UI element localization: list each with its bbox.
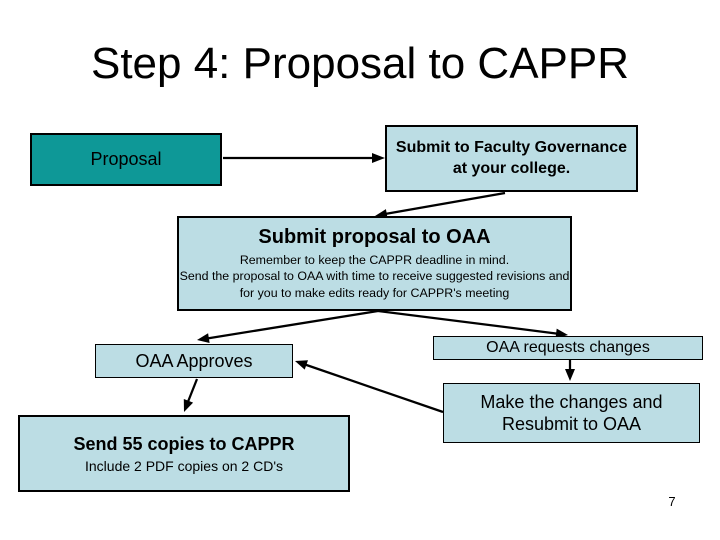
flow-box-oaa-requests-changes-label: OAA requests changes [486, 339, 650, 356]
flow-box-oaa-approves: OAA Approves [95, 344, 293, 378]
flow-box-submit-oaa-line3: for you to make edits ready for CAPPR's … [239, 285, 510, 300]
flow-box-send-copies-subtitle: Include 2 PDF copies on 2 CD's [85, 457, 283, 474]
flow-box-submit-oaa: Submit proposal to OAA Remember to keep … [177, 216, 572, 311]
flow-box-proposal: Proposal [30, 133, 222, 186]
arrow-make-changes-to-oaa-approves [295, 360, 444, 414]
flow-box-submit-oaa-title: Submit proposal to OAA [258, 226, 491, 249]
flow-box-submit-oaa-line1: Remember to keep the CAPPR deadline in m… [239, 253, 510, 268]
flow-box-make-changes-line1: Make the changes and [480, 391, 663, 412]
slide-title: Step 4: Proposal to CAPPR [90, 39, 630, 88]
flow-box-faculty-governance: Submit to Faculty Governance at your col… [385, 125, 638, 192]
arrow-faculty-governance-to-submit-oaa [375, 191, 506, 219]
flow-box-submit-oaa-line2: Send the proposal to OAA with time to re… [179, 269, 570, 284]
flow-box-faculty-governance-line2: at your college. [452, 159, 571, 177]
flow-box-send-copies: Send 55 copies to CAPPR Include 2 PDF co… [18, 415, 350, 492]
flow-box-faculty-governance-line1: Submit to Faculty Governance [395, 138, 628, 156]
flow-box-oaa-requests-changes: OAA requests changes [433, 336, 703, 360]
arrow-oaa-requests-to-make-changes [565, 359, 575, 381]
arrow-proposal-to-faculty-governance [223, 153, 385, 163]
page-number: 7 [668, 494, 676, 509]
arrow-submit-oaa-to-oaa-requests [377, 309, 568, 339]
flow-box-make-changes-line2: Resubmit to OAA [501, 414, 642, 434]
arrow-oaa-approves-to-send-copies [183, 378, 199, 412]
arrow-submit-oaa-to-oaa-approves [197, 309, 379, 343]
flow-box-send-copies-title: Send 55 copies to CAPPR [73, 433, 295, 454]
flow-box-proposal-label: Proposal [90, 149, 162, 169]
flow-box-oaa-approves-label: OAA Approves [135, 350, 253, 371]
flow-box-make-changes: Make the changes and Resubmit to OAA [443, 383, 700, 443]
